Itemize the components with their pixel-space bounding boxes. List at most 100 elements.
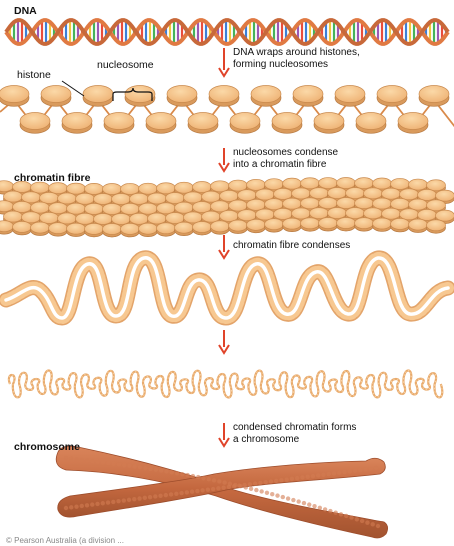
fibre-histone-bead xyxy=(174,181,194,194)
chromatin-texture xyxy=(205,487,211,492)
histone-bead xyxy=(40,85,72,103)
fibre-histone-bead xyxy=(129,192,149,205)
fibre-histone-bead xyxy=(264,198,284,211)
chromatin-texture xyxy=(358,467,363,473)
fibre-histone-bead xyxy=(21,191,41,204)
chromatin-texture xyxy=(201,475,206,481)
step-1-line-2: forming nucleosomes xyxy=(233,58,329,70)
fibre-histone-bead xyxy=(255,208,275,221)
histone-bead xyxy=(166,85,198,103)
chromatin-texture xyxy=(164,469,169,474)
chromatin-texture xyxy=(259,489,264,494)
fibre-histone-bead xyxy=(408,198,428,211)
chromatin-texture xyxy=(121,498,126,503)
fibre-histone-bead xyxy=(327,207,347,219)
fibre-histone-bead xyxy=(345,207,365,219)
chromatin-texture xyxy=(337,470,342,475)
histone-label: histone xyxy=(17,69,51,81)
chromatin-texture xyxy=(111,461,116,466)
histone-bead xyxy=(418,85,450,103)
fibre-histone-bead xyxy=(192,201,212,213)
chromatin-texture xyxy=(365,520,370,525)
fibre-histone-bead xyxy=(372,177,392,190)
chromatin-texture xyxy=(179,490,184,496)
chromatin-texture xyxy=(195,488,200,494)
chromatin-texture xyxy=(263,480,268,485)
fibre-histone-bead xyxy=(84,183,104,195)
fibre-histone-bead xyxy=(57,212,77,225)
loop-domain xyxy=(7,369,444,399)
chromatin-texture xyxy=(127,463,132,469)
chromatin-texture xyxy=(84,458,90,463)
chromatin-texture xyxy=(126,497,132,503)
chromatin-texture xyxy=(79,457,85,463)
chromatin-texture xyxy=(180,471,185,477)
fibre-histone-bead xyxy=(300,177,320,190)
chromatin-texture xyxy=(63,455,69,461)
fibre-histone-bead xyxy=(120,223,140,235)
fibre-histone-bead xyxy=(12,201,32,213)
fibre-histone-bead xyxy=(201,190,221,203)
chromatin-texture xyxy=(280,494,286,500)
step-2-line-2: into a chromatin fibre xyxy=(233,158,327,170)
chromatin-texture xyxy=(142,495,148,501)
fibre-histone-bead xyxy=(66,182,86,195)
chromatin-texture xyxy=(74,457,79,462)
fibre-histone-bead xyxy=(138,202,158,215)
chromatin-texture xyxy=(359,518,365,524)
chromatin-texture xyxy=(185,472,190,478)
fibre-histone-bead xyxy=(399,208,419,221)
chromatin-texture xyxy=(275,493,280,498)
chromatin-texture xyxy=(143,465,148,471)
chromatin-texture xyxy=(289,476,295,482)
chromatin-texture xyxy=(132,464,137,469)
step-1-caption: DNA wraps around histones, forming nucle… xyxy=(233,47,360,70)
fibre-histone-bead xyxy=(264,178,284,191)
fibre-histone-bead xyxy=(336,217,356,229)
fibre-histone-bead xyxy=(399,188,419,201)
histone-bead xyxy=(271,112,303,130)
fibre-histone-bead xyxy=(48,182,68,195)
step-2-line-1: nucleosomes condense xyxy=(233,147,339,158)
chromatin-texture xyxy=(217,479,222,484)
fibre-histone-bead xyxy=(3,210,23,223)
fibre-histone-bead xyxy=(93,213,113,225)
fibre-histone-bead xyxy=(84,223,104,235)
fibre-histone-bead xyxy=(390,218,410,230)
chromatin-texture xyxy=(328,508,333,514)
chromatin-texture xyxy=(69,456,74,461)
chromosome-label: chromosome xyxy=(14,441,80,453)
fibre-histone-bead xyxy=(111,213,131,225)
chromatin-texture xyxy=(316,473,321,478)
fibre-histone-bead xyxy=(219,190,239,202)
chromatin-texture xyxy=(264,490,270,496)
step-3-caption: chromatin fibre condenses xyxy=(233,240,350,252)
dna-backbone-strand xyxy=(4,18,450,46)
fibre-histone-bead xyxy=(282,197,302,210)
chromatin-texture xyxy=(305,474,310,480)
chromatin-texture xyxy=(354,517,360,522)
histone-bead xyxy=(187,112,219,130)
fibre-histone-bead xyxy=(84,203,104,215)
fibre-histone-bead xyxy=(408,178,428,191)
fibre-histone-bead xyxy=(156,202,176,215)
chromatin-texture xyxy=(211,478,217,483)
looped-domains xyxy=(7,369,444,399)
fibre-histone-bead xyxy=(372,197,392,210)
chromatin-texture xyxy=(347,469,352,474)
chromatin-texture xyxy=(210,486,216,492)
fibre-histone-bead xyxy=(246,178,266,191)
chromatin-texture xyxy=(174,491,179,496)
fibre-histone-bead xyxy=(300,217,320,230)
chromatin-texture xyxy=(95,501,100,507)
fibre-histone-bead xyxy=(102,223,122,235)
image-credit: © Pearson Australia (a division ... xyxy=(6,536,124,545)
fibre-histone-bead xyxy=(192,221,212,233)
chromatin-texture xyxy=(163,492,169,498)
chromatin-texture xyxy=(312,504,317,509)
fibre-histone-bead xyxy=(228,199,248,212)
fibre-histone-bead xyxy=(48,202,68,215)
fibre-histone-bead xyxy=(282,177,302,190)
fibre-histone-bead xyxy=(129,212,149,225)
fibre-histone-bead xyxy=(426,199,446,212)
